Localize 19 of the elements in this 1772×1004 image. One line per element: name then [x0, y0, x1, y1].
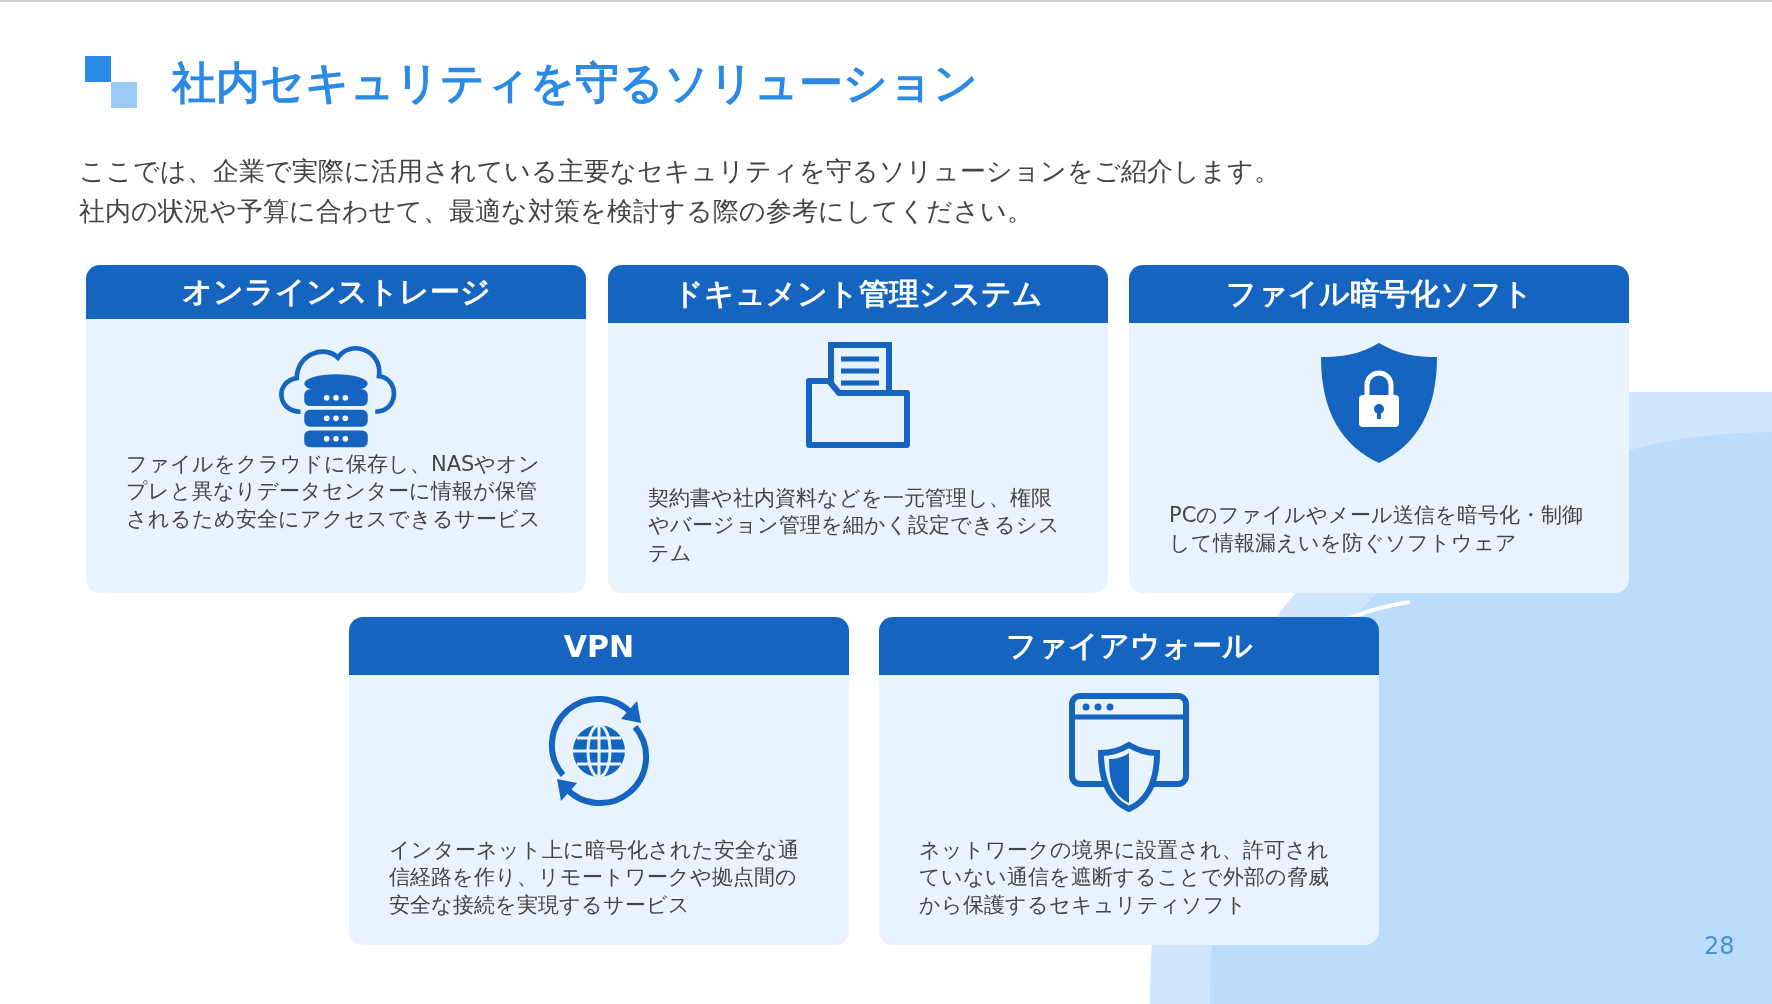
card-header: VPN — [349, 617, 849, 675]
title: 社内セキュリティを守るソリューション — [172, 56, 978, 110]
card-header: ファイアウォール — [879, 617, 1379, 675]
card-header: ファイル暗号化ソフト — [1129, 265, 1629, 323]
solution-card — [1129, 265, 1629, 593]
card-description: 契約書や社内資料などを一元管理し、権限やバージョン管理を細かく設定できるシステム — [648, 485, 1061, 567]
card-description: PCのファイルやメール送信を暗号化・制御して情報漏えいを防ぐソフトウェア — [1169, 502, 1585, 557]
solution-card — [879, 617, 1379, 945]
solution-card — [349, 617, 849, 945]
intro-text: 社内の状況や予算に合わせて、最適な対策を検討する際の参考にしてください。 — [79, 195, 1033, 228]
solution-card — [86, 265, 586, 593]
card-description: インターネット上に暗号化された安全な通信経路を作り、リモートワークや拠点間の安全な接続を実現するサービス — [389, 837, 800, 919]
card-description: ネットワークの境界に設置され、許可されていない通信を遮断することで外部の脅威から保護するセキュリティソフト — [919, 837, 1330, 919]
solution-card — [608, 265, 1108, 593]
intro-text: ここでは、企業で実際に活用されている主要なセキュリティを守るソリューションをご紹介します。 — [79, 155, 1280, 188]
card-description: ファイルをクラウドに保存し、NASやオンプレと異なりデータセンターに情報が保管されるため安全にアクセスできるサービス — [126, 451, 542, 533]
card-header: オンラインストレージ — [86, 265, 586, 320]
page-number: 28 — [1704, 932, 1735, 960]
card-header: ドキュメント管理システム — [608, 265, 1108, 323]
